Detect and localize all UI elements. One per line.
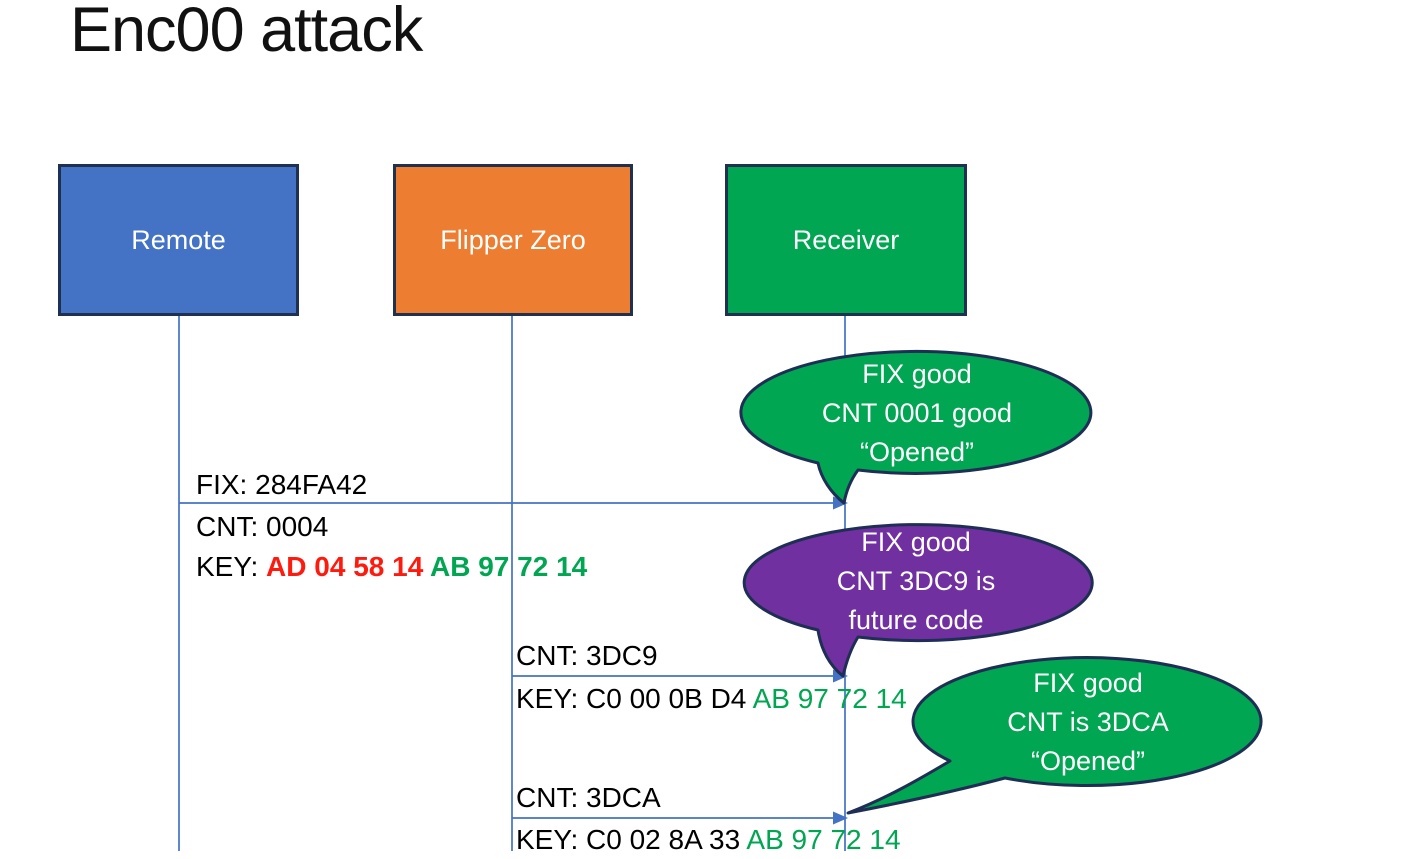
- arrowhead-1-icon: [833, 496, 848, 510]
- speech-bubble-3: [846, 656, 1263, 815]
- message-2-key-green-bytes: AB 97 72 14: [752, 683, 907, 714]
- message-1-key: KEY: AD 04 58 14 AB 97 72 14: [196, 551, 587, 583]
- arrowhead-2-icon: [833, 669, 848, 683]
- message-1-fix: FIX: 284FA42: [196, 469, 367, 501]
- speech-bubble-1: [739, 349, 1093, 505]
- actor-box-remote: Remote: [58, 164, 299, 316]
- speech-bubble-2: [742, 523, 1094, 678]
- message-1-cnt-text: CNT: 0004: [196, 511, 329, 542]
- bubble-3-text: FIX good CNT is 3DCA “Opened”: [908, 661, 1268, 783]
- bubble-3-line-3: “Opened”: [1030, 745, 1146, 776]
- actor-box-flipper-zero: Flipper Zero: [393, 164, 633, 316]
- bubble-1-line-3: “Opened”: [859, 436, 975, 467]
- actor-label-remote: Remote: [131, 224, 226, 255]
- bubble-3-line-2: CNT is 3DCA: [1007, 706, 1169, 737]
- message-2-cnt-text: CNT: 3DC9: [516, 640, 658, 671]
- slide-title: Enc00 attack: [70, 0, 423, 65]
- bubble-3-line-1: FIX good: [1033, 667, 1143, 698]
- bubble-1-text: FIX good CNT 0001 good “Opened”: [737, 354, 1097, 472]
- message-2-key-prefix: KEY: C0 00 0B D4: [516, 683, 753, 714]
- bubble-2-text: FIX good CNT 3DC9 is future code: [736, 524, 1096, 638]
- bubble-1-line-1: FIX good: [862, 358, 972, 389]
- message-3-key-green-bytes: AB 97 72 14: [746, 824, 901, 855]
- bubble-2-line-3: future code: [848, 604, 984, 635]
- actor-label-receiver: Receiver: [792, 224, 900, 255]
- message-1-key-prefix: KEY:: [196, 551, 267, 582]
- message-1-key-green-bytes: AB 97 72 14: [430, 551, 588, 582]
- message-1-cnt: CNT: 0004: [196, 511, 328, 543]
- message-3-key-prefix: KEY: C0 02 8A 33: [516, 824, 747, 855]
- message-1-key-red-bytes: AD 04 58 14: [266, 551, 430, 582]
- message-3-cnt: CNT: 3DCA: [516, 782, 661, 814]
- actor-label-flipper-zero: Flipper Zero: [440, 224, 586, 255]
- message-2-cnt: CNT: 3DC9: [516, 640, 658, 672]
- actor-box-receiver: Receiver: [725, 164, 967, 316]
- arrowhead-3-icon: [833, 811, 848, 825]
- message-3-cnt-text: CNT: 3DCA: [516, 782, 661, 813]
- message-2-key: KEY: C0 00 0B D4 AB 97 72 14: [516, 683, 907, 715]
- bubble-2-line-1: FIX good: [861, 526, 971, 557]
- bubble-2-line-2: CNT 3DC9 is: [836, 565, 996, 596]
- message-3-key: KEY: C0 02 8A 33 AB 97 72 14: [516, 824, 901, 856]
- bubble-1-line-2: CNT 0001 good: [821, 397, 1013, 428]
- message-1-fix-text: FIX: 284FA42: [196, 469, 368, 500]
